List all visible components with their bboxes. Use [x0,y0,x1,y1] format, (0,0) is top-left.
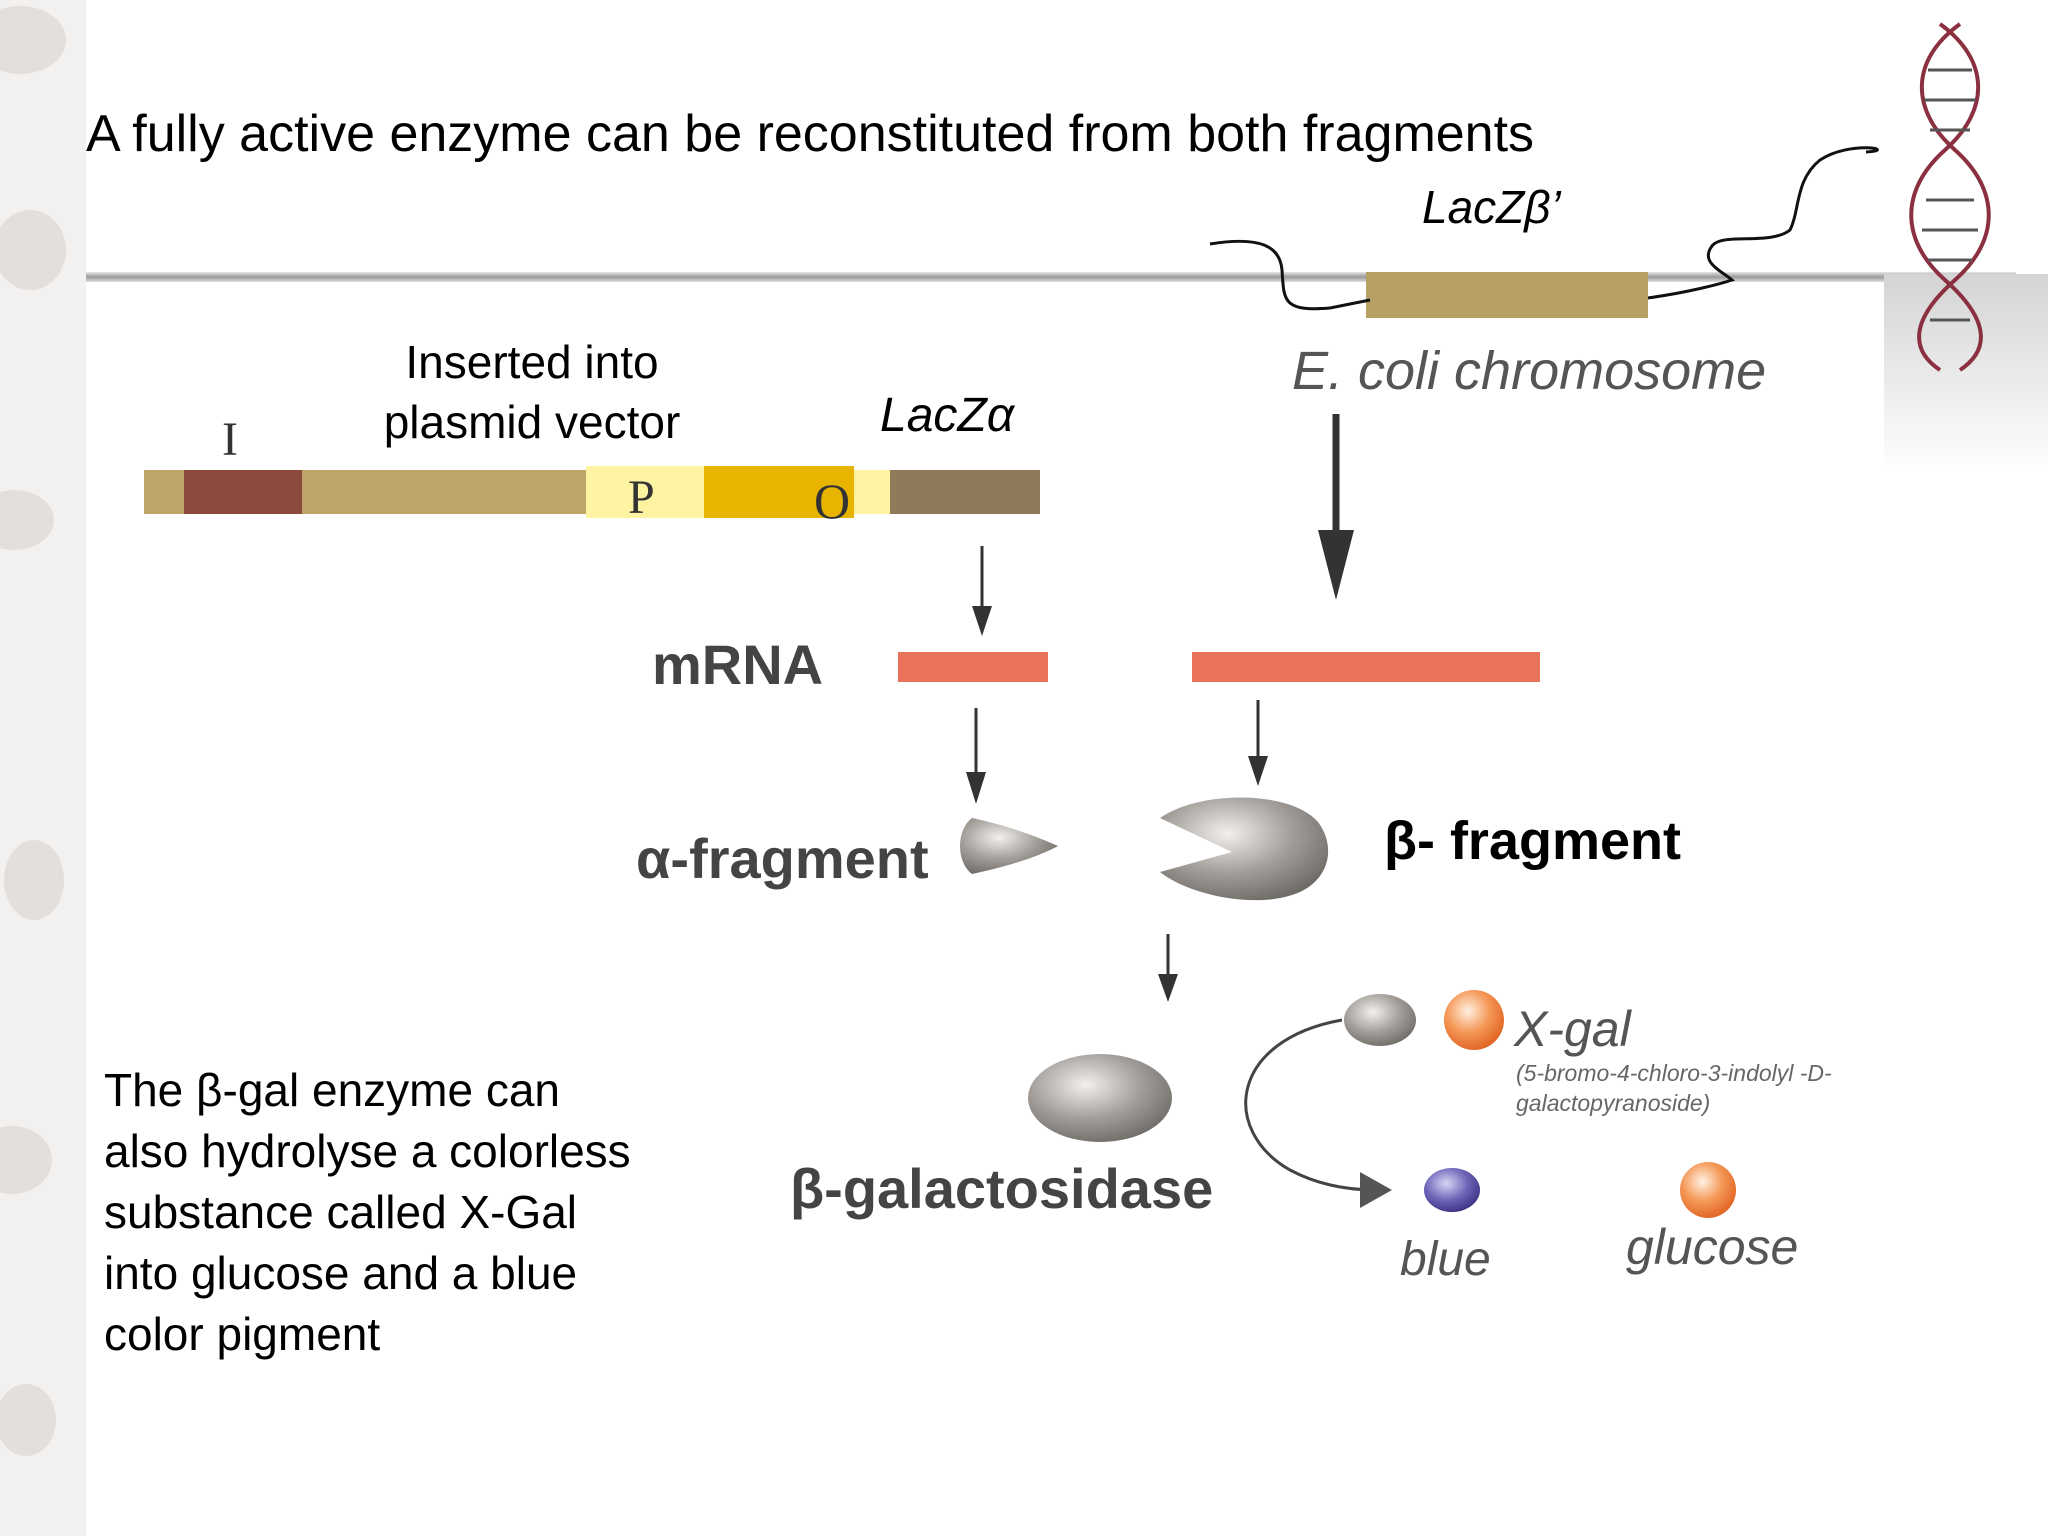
gene-O-label: O [814,473,851,529]
alpha-fragment-shape [960,818,1058,874]
reaction-curved-arrow [1244,1018,1377,1192]
operator-segment [704,466,854,518]
xgal-hydrolysis-note: The β-gal enzyme can also hydrolyse a co… [104,1064,631,1360]
mrna-label: mRNA [652,633,824,696]
blue-label: blue [1400,1233,1491,1286]
decorative-molecule-shapes [0,6,66,1456]
slide-title: A fully active enzyme can be reconstitut… [86,105,1535,163]
flow-arrows [966,414,1354,1002]
lacz-alpha-label: LacZα [880,389,1015,442]
mrna-beta-bar [1192,652,1540,682]
decorative-corner [1884,274,2048,474]
lacz-beta-label: LacZβ’ [1422,181,1561,233]
blue-pigment-molecule [1424,1168,1480,1212]
plasmid-vector-bar [144,466,1040,518]
lacz-alpha-segment [890,470,1040,514]
beta-fragment-shape [1160,797,1329,901]
promoter-segment [586,466,704,518]
lacz-beta-gene-segment [1366,272,1648,318]
xgal-label: X-gal [1514,1001,1631,1057]
gene-I-label: I [222,413,238,466]
beta-fragment-label: β- fragment [1384,811,1681,871]
ecoli-chromosome-label: E. coli chromosome [1292,341,1767,401]
chromosome-dna-line [1209,146,1879,311]
beta-galactosidase-label: β-galactosidase [790,1157,1214,1220]
xgal-orange-part [1444,990,1504,1050]
mrna-alpha-bar [898,652,1048,682]
beta-galactosidase-enzyme [1028,1054,1172,1142]
glucose-molecule [1680,1162,1736,1218]
header-bar [86,272,2016,282]
glucose-label: glucose [1626,1219,1799,1275]
alpha-fragment-label: α-fragment [636,827,929,890]
inserted-into-plasmid-label: Inserted into plasmid vector [383,336,681,448]
xgal-chemical-name: (5-bromo-4-chloro-3-indolyl -D-galactopy… [1516,1060,1832,1116]
xgal-gray-part [1344,994,1416,1046]
gene-I-segment [184,470,302,514]
dna-helix-icon [1909,22,1991,372]
gene-P-label: P [628,471,655,524]
